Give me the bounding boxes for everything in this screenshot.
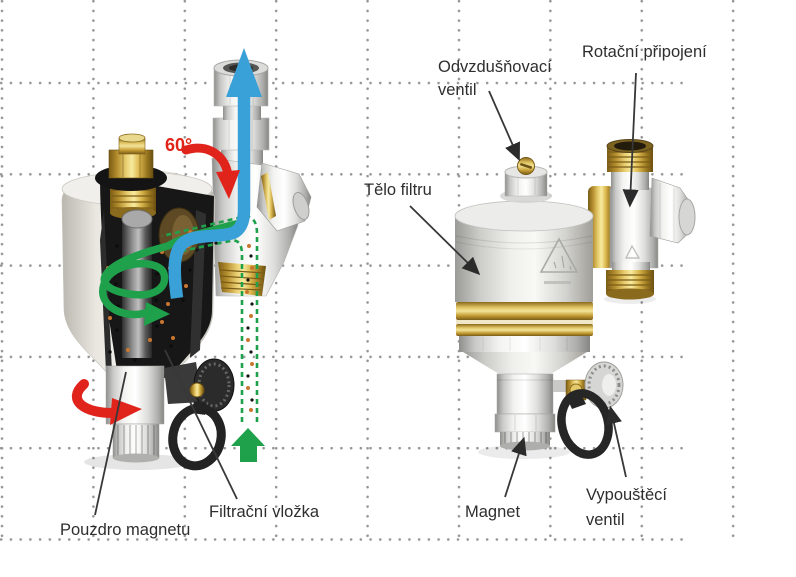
tee-connection bbox=[588, 139, 696, 300]
filter-body-cutaway bbox=[61, 169, 216, 381]
valve-block bbox=[211, 157, 312, 297]
channel-debris bbox=[186, 232, 254, 412]
label-magnet: Magnet bbox=[465, 503, 521, 521]
leader-drain-valve bbox=[606, 405, 627, 478]
magnet-cap bbox=[500, 432, 550, 451]
label-drain-valve: Vypouštěcí ventil bbox=[586, 486, 668, 529]
outlet-flow-arrow bbox=[168, 48, 262, 299]
label-magnet-sleeve: Pouzdro magnetu bbox=[60, 521, 191, 539]
threaded-port-top bbox=[606, 139, 654, 172]
label-filter-body: Tělo filtru bbox=[364, 181, 432, 199]
leader-magnet-sleeve bbox=[94, 371, 127, 516]
label-rotary-connection: Rotační připojení bbox=[582, 43, 707, 61]
product-photo-illustration bbox=[454, 139, 696, 459]
magnet-sleeve-tube bbox=[121, 209, 153, 358]
brand-triangle-logo bbox=[539, 237, 579, 284]
air-vent-left bbox=[95, 133, 167, 191]
spiral-flow-arrow bbox=[99, 220, 240, 326]
filter-body-right bbox=[454, 200, 594, 302]
label-air-vent: Odvzdušňovací ventil bbox=[438, 58, 552, 99]
inlet-up-arrow bbox=[231, 428, 265, 462]
inlet-channel-dashed bbox=[161, 215, 259, 422]
leader-filter-body bbox=[409, 205, 481, 276]
rotation-arrow-top bbox=[181, 143, 240, 199]
drain-key-handle bbox=[168, 403, 226, 471]
leader-magnet bbox=[504, 436, 527, 498]
angle-note: 60° bbox=[165, 135, 193, 155]
threaded-port-bottom bbox=[606, 262, 654, 300]
drain-valve-left bbox=[164, 358, 235, 471]
leader-filter-cartridge bbox=[164, 349, 238, 500]
leader-lines bbox=[94, 72, 639, 516]
cutaway-filter-illustration bbox=[61, 48, 312, 471]
gold-joint-ring bbox=[588, 186, 614, 268]
knurled-cap bbox=[112, 423, 160, 463]
brass-band bbox=[456, 302, 593, 320]
lower-section-right bbox=[456, 302, 593, 451]
leader-air-vent bbox=[488, 90, 520, 162]
drain-valve-right bbox=[553, 361, 624, 459]
air-vent-right bbox=[500, 157, 552, 203]
leader-rotary-connection bbox=[622, 72, 639, 208]
label-filter-cartridge: Filtrační vložka bbox=[209, 503, 320, 521]
rotary-nut-right bbox=[649, 177, 696, 244]
